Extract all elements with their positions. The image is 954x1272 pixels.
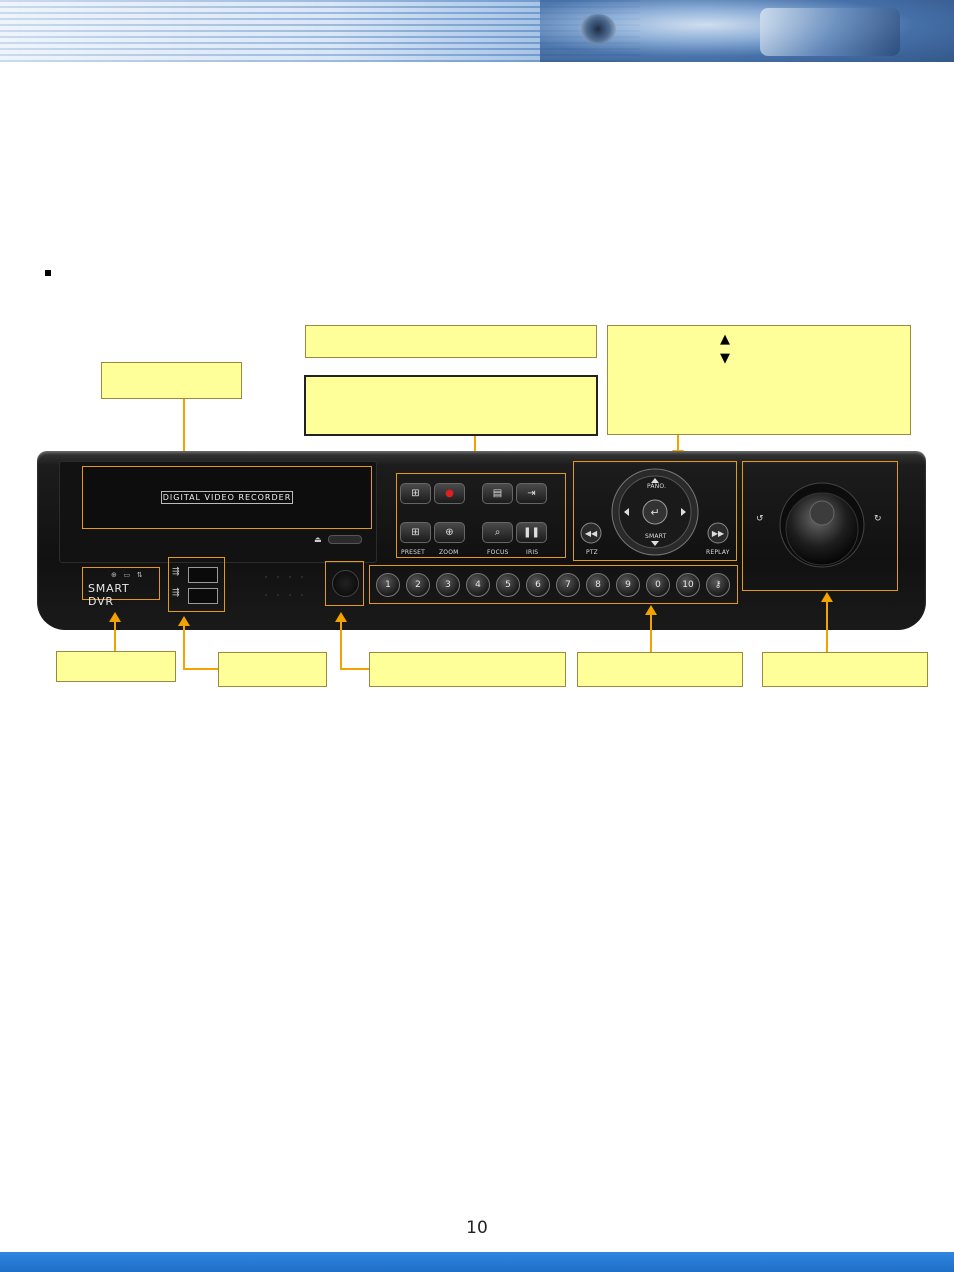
number-keys-box (369, 565, 738, 604)
record-icon: ● (445, 488, 454, 499)
svg-text:↻: ↻ (874, 514, 882, 524)
arrow-cd-tray (183, 399, 185, 455)
number-key[interactable]: 4 (466, 573, 490, 597)
led-indicators: ⊕ ▭ ⇅ (111, 571, 143, 579)
label-zoom: ZOOM (439, 549, 459, 556)
number-key[interactable]: 0 (646, 573, 670, 597)
callout-cd-tray (101, 362, 242, 399)
usb-icon: ⇶ (172, 567, 180, 577)
down-arrow-symbol: ▼ (720, 351, 730, 366)
arrowhead-led (109, 612, 121, 622)
svg-text:◀◀: ◀◀ (585, 529, 598, 538)
menu-button[interactable]: ▤ (482, 483, 513, 504)
label-ptz: PTZ (586, 549, 598, 556)
label-replay: REPLAY (706, 549, 730, 556)
number-key[interactable]: 6 (526, 573, 550, 597)
arrow-ir-vertical (340, 621, 342, 669)
jog-shuttle-box (742, 461, 898, 591)
number-key[interactable]: 10 (676, 573, 700, 597)
arrowhead-jog (821, 592, 833, 602)
arrow-navigation (677, 435, 679, 451)
arrowhead-ir (335, 612, 347, 622)
footer-bar (0, 1252, 954, 1272)
ir-receiver-box (325, 561, 364, 606)
bullet-marker (45, 270, 51, 276)
arrow-usb-horizontal (183, 668, 219, 670)
usb-ports-box: ⇶ ⇶ (168, 557, 225, 612)
label-preset: PRESET (401, 549, 426, 556)
split-screen-button[interactable]: ⊞ (400, 483, 431, 504)
number-key[interactable]: 1 (376, 573, 400, 597)
header-banner (0, 0, 954, 62)
record-button[interactable]: ● (434, 483, 465, 504)
jog-shuttle-dial[interactable]: ↺ ↻ (742, 461, 898, 591)
status-led-box: ⊕ ▭ ⇅ SMART DVR (82, 567, 160, 608)
zoom-button[interactable]: ⊕ (434, 522, 465, 543)
svg-text:↺: ↺ (756, 514, 764, 524)
key-button[interactable]: ⚷ (706, 573, 730, 597)
number-key[interactable]: 7 (556, 573, 580, 597)
number-key[interactable]: 5 (496, 573, 520, 597)
arrow-jog (826, 601, 828, 652)
callout-navigation: ▲ ▼ (607, 325, 911, 435)
brand-label: SMART DVR (88, 582, 130, 608)
number-key[interactable]: 9 (616, 573, 640, 597)
svg-text:▶▶: ▶▶ (712, 529, 725, 538)
label-smart: SMART (645, 533, 667, 540)
iris-button[interactable]: ❚❚ (516, 522, 547, 543)
focus-button[interactable]: ⌕ (482, 522, 513, 543)
arrowhead-number-keys (645, 605, 657, 615)
navigation-box (573, 461, 737, 561)
camera-body-graphic (760, 8, 900, 56)
preset-button[interactable]: ⊞ (400, 522, 431, 543)
cd-tray-box: DIGITAL VIDEO RECORDER (82, 466, 372, 529)
camera-lens-graphic (580, 14, 616, 44)
number-key[interactable]: 3 (436, 573, 460, 597)
callout-ir-receiver (369, 652, 566, 687)
usb-port-2[interactable] (188, 588, 218, 604)
page-number: 10 (466, 1218, 488, 1238)
function-buttons-box (396, 473, 566, 558)
eject-button[interactable] (328, 535, 362, 544)
number-key[interactable]: 2 (406, 573, 430, 597)
callout-number-keys (577, 652, 743, 687)
usb-icon: ⇶ (172, 588, 180, 598)
callout-led (56, 651, 176, 682)
label-iris: IRIS (526, 549, 539, 556)
callout-usb (218, 652, 327, 687)
navigation-pad[interactable]: ↵ ◀◀ ▶▶ (573, 461, 737, 561)
arrow-number-keys (650, 614, 652, 652)
usb-port-1[interactable] (188, 567, 218, 583)
callout-jog-shuttle (762, 652, 928, 687)
exit-button[interactable]: ⇥ (516, 483, 547, 504)
ir-receiver (332, 570, 359, 597)
arrow-led (114, 621, 116, 651)
arrowhead-usb (178, 616, 190, 626)
number-key[interactable]: 8 (586, 573, 610, 597)
arrow-usb-vertical (183, 625, 185, 669)
arrow-function (474, 436, 476, 461)
callout-function-buttons (304, 375, 598, 436)
svg-text:↵: ↵ (650, 506, 659, 519)
key-icon: ⚷ (714, 580, 722, 590)
header-stripes (0, 0, 640, 62)
up-arrow-symbol: ▲ (720, 332, 730, 347)
arrow-ir-horizontal (340, 668, 370, 670)
label-pano: PANO. (647, 483, 667, 490)
tray-label: DIGITAL VIDEO RECORDER (161, 491, 293, 504)
eject-icon[interactable]: ⏏ (314, 535, 322, 544)
label-focus: FOCUS (487, 549, 509, 556)
callout-function-buttons-top (305, 325, 597, 358)
